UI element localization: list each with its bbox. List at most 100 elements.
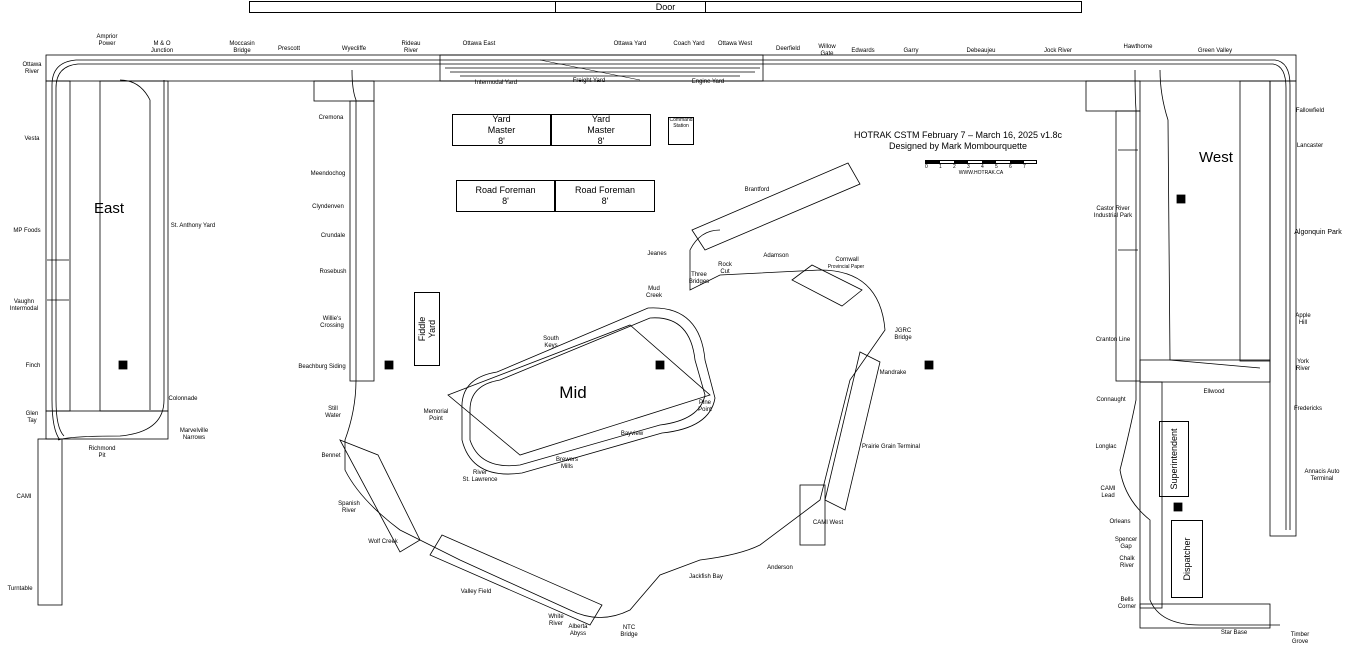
station-label: Glen Tay <box>25 411 39 424</box>
region-west: West <box>1199 149 1233 166</box>
station-label: Richmond Pit <box>88 446 116 459</box>
markers <box>118 194 1186 512</box>
station-label: Alberta Abyss <box>568 624 588 637</box>
station-label: Moccasin Bridge <box>229 41 255 54</box>
station-label: NTC Bridge <box>620 625 638 638</box>
yard-tracks <box>47 59 1138 301</box>
station-label: Ottawa West <box>717 41 753 47</box>
station-label: Fredericks <box>1293 406 1323 412</box>
station-label: Jock River <box>1043 48 1073 54</box>
dispatcher-label: Dispatcher <box>1182 537 1192 581</box>
station-label: Brantford <box>744 187 770 193</box>
station-label: Vesta <box>24 136 40 142</box>
station-label: Anderson <box>767 565 793 571</box>
station-label: Pine Point <box>698 400 712 413</box>
region-east: East <box>93 200 125 217</box>
station-label: Lancaster <box>1296 143 1324 149</box>
station-label: Orleans <box>1109 519 1131 525</box>
station-label: Prescott <box>277 46 301 52</box>
station-label: Willie's Crossing <box>320 316 344 329</box>
station-label: Ellwood <box>1203 389 1225 395</box>
station-label: Marvelville Narrows <box>179 428 209 441</box>
station-label: Adamson <box>763 253 789 259</box>
superintendent-box: Superintendent <box>1159 421 1189 497</box>
scale-bar: 0 1 2 3 4 5 6 7 WWW.HOTRAK.CA <box>925 160 1045 176</box>
station-label: CAMI <box>16 494 32 500</box>
road-foreman-desk-2: Road Foreman 8' <box>555 180 655 212</box>
yard-master-desk-2: Yard Master 8' <box>551 114 651 146</box>
scale-url: WWW.HOTRAK.CA <box>958 170 1004 176</box>
station-label: Rock Cut <box>718 262 732 275</box>
station-label: CAMI Lead <box>1100 486 1116 499</box>
station-label: Turntable <box>7 586 33 592</box>
station-label: Ottawa River <box>22 62 42 75</box>
station-label: Jeanes <box>647 251 667 257</box>
yard-master-desk-1: Yard Master 8' <box>452 114 551 146</box>
superintendent-label: Superintendent <box>1169 428 1179 490</box>
station-label: Spanish River <box>338 501 360 514</box>
station-label: Star Base <box>1220 630 1248 636</box>
door-outline: Door <box>249 1 1082 13</box>
station-label: South Keys <box>543 336 559 349</box>
station-label: Cornwall <box>835 257 859 263</box>
station-label: Memorial Point <box>423 409 449 422</box>
scale-bar-graphic <box>925 160 1037 164</box>
station-label: Hawthorne <box>1123 44 1153 50</box>
fiddle-yard-box: Fiddle Yard <box>414 292 440 366</box>
station-label: River St. Lawrence <box>462 470 498 483</box>
scale-tick: 6 <box>1009 164 1012 170</box>
station-label: Valley Field <box>460 589 492 595</box>
station-label: Vaughn Intermodal <box>9 299 39 312</box>
station-label: Annacis Auto Terminal <box>1304 469 1340 482</box>
station-label: Clyndenven <box>312 204 344 210</box>
station-label: Wolf Creek <box>368 539 398 545</box>
scale-ticks: 0 1 2 3 4 5 6 7 <box>925 164 1045 170</box>
station-label: Ottawa East <box>462 41 496 47</box>
station-label: MP Foods <box>13 228 41 234</box>
station-label: Connaught <box>1096 397 1126 403</box>
branch-modules <box>339 162 881 626</box>
station-label: Freight Yard <box>572 78 606 84</box>
station-label: Still Water <box>325 406 341 419</box>
scale-tick: 2 <box>953 164 956 170</box>
scale-tick: 4 <box>981 164 984 170</box>
station-label: Chalk River <box>1119 556 1135 569</box>
station-label: Apple Hill <box>1295 313 1311 326</box>
station-label: Bennet <box>321 453 341 459</box>
door-label: Door <box>655 2 676 12</box>
station-label: Rideau River <box>401 41 421 54</box>
station-label: CAMI West <box>812 520 844 526</box>
plan-title: HOTRAK CSTM February 7 – March 16, 2025 … <box>854 130 1062 152</box>
station-label: Crundale <box>320 233 346 239</box>
station-label: Provincial Paper <box>827 264 865 270</box>
scale-tick: 7 <box>1023 164 1026 170</box>
station-label: Longlac <box>1095 444 1117 450</box>
station-label: St. Anthony Yard <box>170 223 216 229</box>
station-label: Prairie Grain Terminal <box>862 444 920 450</box>
station-label: Wyecliffe <box>341 46 367 52</box>
command-station-box <box>668 117 694 145</box>
region-mid: Mid <box>559 383 587 402</box>
station-label: Amprior Power <box>96 34 118 47</box>
mainline-track <box>51 59 1291 626</box>
station-label: York River <box>1295 359 1311 372</box>
station-label: Edwards <box>851 48 875 54</box>
station-label: Coach Yard <box>673 41 705 47</box>
plan-title-line2: Designed by Mark Mombourquette <box>888 141 1028 151</box>
station-label: Beachburg Siding <box>298 364 346 370</box>
scale-tick: 0 <box>925 164 928 170</box>
station-label: Deerfield <box>775 46 801 52</box>
scale-tick: 5 <box>995 164 998 170</box>
station-label: M & O Junction <box>150 41 174 54</box>
station-label: Three Bridges <box>688 272 710 285</box>
fiddle-yard-label: Fiddle Yard <box>417 316 437 342</box>
station-label: Algonquin Park <box>1294 229 1342 236</box>
station-label: Jackfish Bay <box>689 574 723 580</box>
station-label: Ottawa Yard <box>613 41 647 47</box>
station-label: Cremona <box>318 115 344 121</box>
station-label: Green Valley <box>1197 48 1233 54</box>
station-label: Rosebush <box>319 269 347 275</box>
station-label: Mandrake <box>879 370 907 376</box>
station-label: JGRC Bridge <box>894 328 912 341</box>
scale-tick: 1 <box>939 164 942 170</box>
